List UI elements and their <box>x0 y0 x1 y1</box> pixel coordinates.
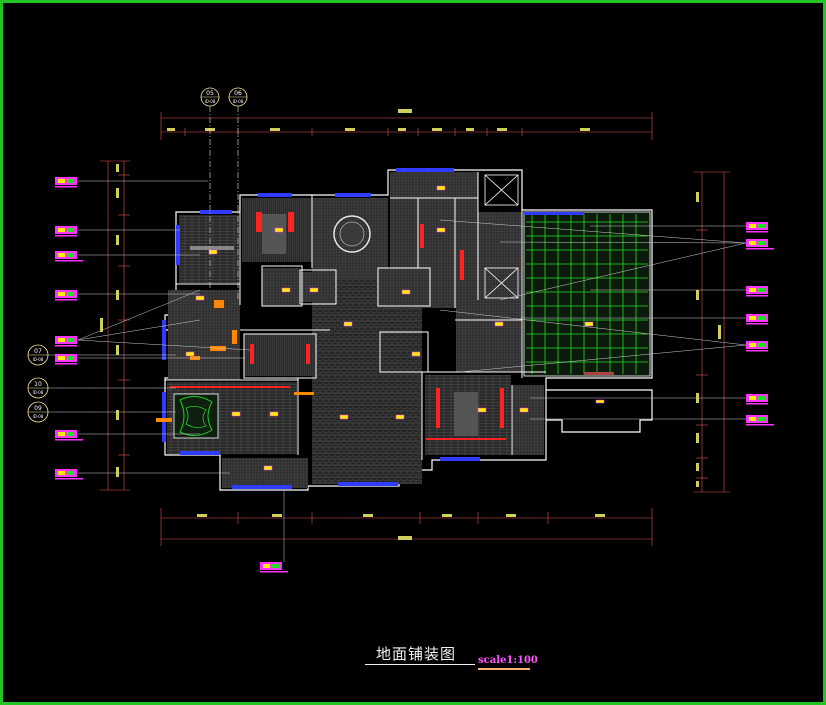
section-bubble-07: 07 ID-08 <box>27 344 49 366</box>
tag-right-5 <box>746 341 768 352</box>
bottom-dimension-chain <box>160 508 653 546</box>
left-dimension-chain <box>100 160 130 491</box>
bottom-dimension-text <box>197 514 605 540</box>
tag-right-7 <box>746 415 774 426</box>
tag-left-3 <box>55 251 83 262</box>
windows <box>162 168 584 489</box>
tag-left-8 <box>55 469 83 480</box>
bubble-09-id: 09 <box>34 405 42 412</box>
bubble-07-id: 07 <box>34 348 42 355</box>
rug-sw <box>173 393 219 439</box>
right-dimension-chain <box>694 171 730 493</box>
elevator-shafts <box>484 174 519 299</box>
top-dimension-chain <box>160 112 653 140</box>
tag-right-6 <box>746 394 768 405</box>
bubble-06-id: 06 <box>234 90 242 97</box>
bubble-05-sub: ID-08 <box>205 99 216 104</box>
left-dimension-text <box>100 164 119 477</box>
tag-left-7 <box>55 430 83 441</box>
closet-floor <box>380 274 428 302</box>
bubble-07-sub: ID-08 <box>33 357 44 362</box>
room-floors <box>167 172 544 488</box>
bathroom-m-floor <box>300 272 334 302</box>
study-floor <box>244 334 316 376</box>
interior-walls <box>165 172 546 460</box>
tag-left-1 <box>55 177 77 188</box>
bubble-09-sub: ID-08 <box>33 414 44 419</box>
floor-medallion <box>333 215 371 253</box>
tags-right <box>746 222 774 426</box>
drawing-scale-underline <box>478 668 530 670</box>
main-hall-floor <box>312 278 422 484</box>
section-bubble-05: 05 ID-08 <box>200 87 220 107</box>
bubble-10-id: 10 <box>34 381 42 388</box>
terrace-tile-grid <box>523 211 651 377</box>
balcony-s-floor <box>222 458 308 488</box>
section-bubble-06: 06 ID-08 <box>228 87 248 107</box>
drawing-scale: scale1:100 <box>478 655 538 666</box>
section-bubble-10: 10 ID-08 <box>27 377 49 399</box>
top-dimension-text <box>167 109 590 131</box>
tag-right-3 <box>746 286 768 297</box>
tag-left-4 <box>55 290 77 301</box>
bubble-10-sub: ID-08 <box>33 390 44 395</box>
leader-lines-right <box>439 219 747 420</box>
fixture-accents <box>170 212 614 440</box>
tag-left-6 <box>55 354 77 365</box>
bathroom-n-floor <box>262 268 300 306</box>
tag-left-5 <box>55 336 77 347</box>
drawing-title-underline <box>365 664 475 665</box>
drawing-title: 地面铺装图 <box>376 645 457 663</box>
bubble-05-id: 05 <box>206 90 214 97</box>
top-dimension-ticks <box>184 128 523 136</box>
east-service-floor <box>456 212 522 372</box>
tag-bottom <box>260 562 288 573</box>
columns <box>190 214 478 436</box>
bathroom-se-floor <box>512 385 544 455</box>
tags-left <box>55 177 288 573</box>
tag-right-2 <box>746 239 774 250</box>
material-tags <box>185 185 605 471</box>
west-corridor-floor <box>168 290 240 380</box>
section-bubble-09: 09 ID-08 <box>27 401 49 423</box>
section-lines <box>209 106 239 300</box>
tag-left-2 <box>55 226 77 237</box>
tag-right-4 <box>746 314 768 325</box>
tag-right-1 <box>746 222 768 233</box>
bubble-06-sub: ID-08 <box>233 99 244 104</box>
